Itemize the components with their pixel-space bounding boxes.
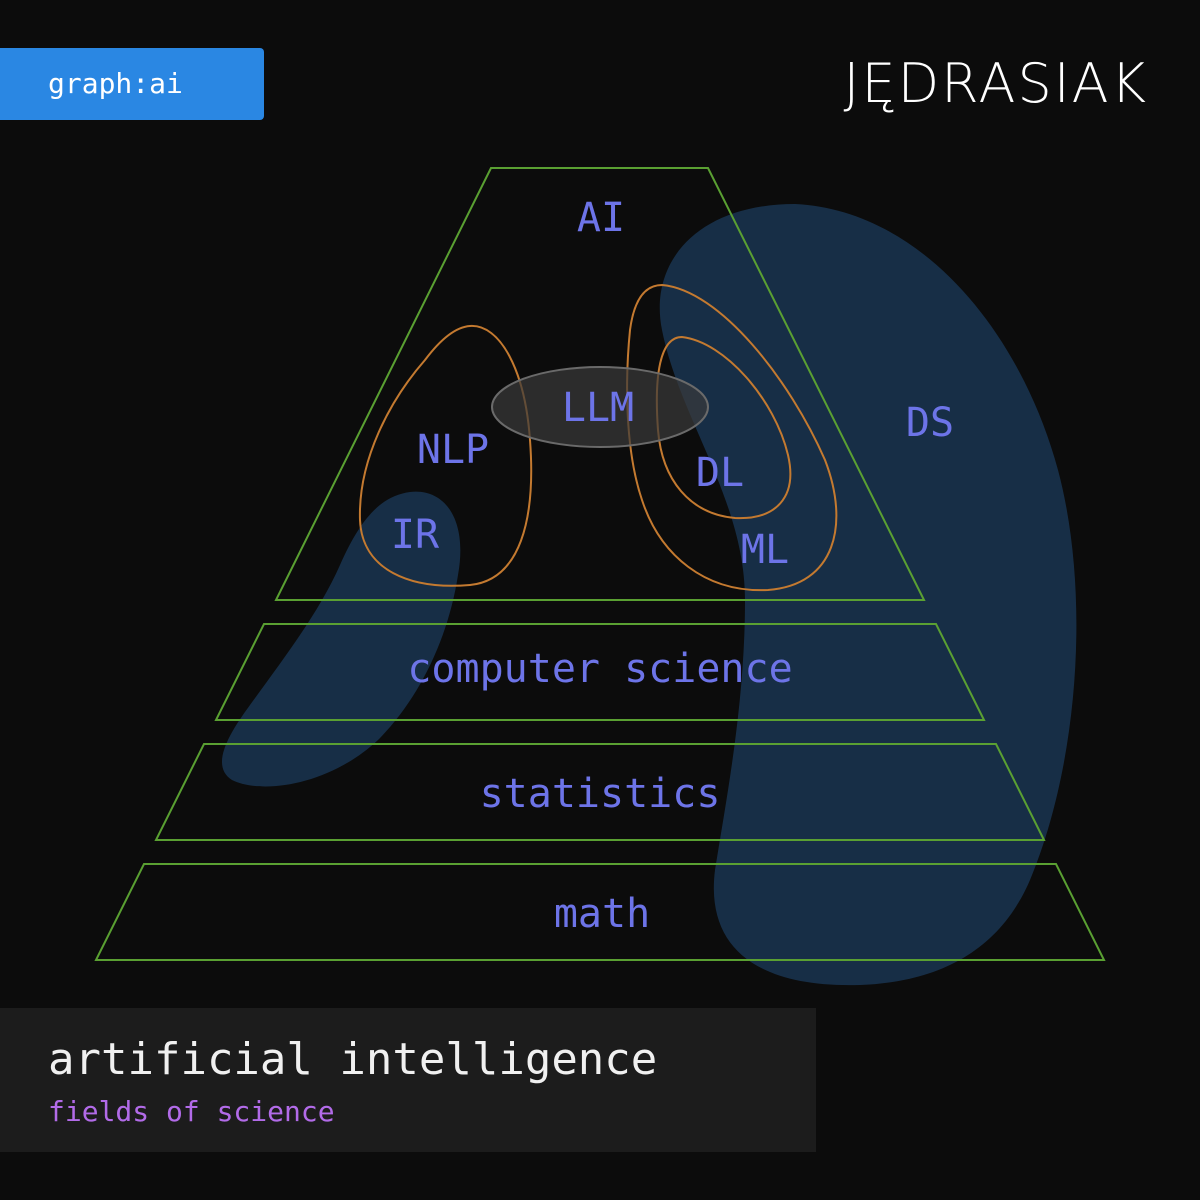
math-layer-outline (94, 863, 1106, 961)
computer-science-layer-outline (214, 623, 986, 721)
ir-label: IR (391, 512, 440, 558)
ml-label: ML (741, 527, 789, 573)
ml-region-outline (626, 283, 838, 592)
ai-label: AI (577, 195, 625, 241)
dl-label: DL (696, 450, 744, 496)
ds-region (659, 204, 1077, 986)
statistics-label: statistics (480, 771, 721, 817)
ds-label: DS (906, 400, 954, 446)
caption-panel: artificial intelligence fields of scienc… (0, 1008, 816, 1152)
caption-subtitle: fields of science (48, 1095, 335, 1128)
ai-fields-diagram: AI LLM NLP DL ML IR DS computer science … (94, 167, 1106, 986)
llm-region (491, 366, 709, 448)
computer-science-label: computer science (407, 646, 792, 692)
topic-tag: graph:ai (0, 48, 264, 120)
brand-logo: JĘDRASIAK (843, 52, 1148, 115)
math-label: math (554, 891, 650, 937)
caption-title: artificial intelligence (48, 1034, 658, 1085)
ir-region (221, 491, 461, 787)
ai-layer-outline (274, 167, 926, 601)
statistics-layer-outline (154, 743, 1046, 841)
topic-tag-label: graph:ai (48, 67, 183, 100)
nlp-label: NLP (417, 427, 489, 473)
llm-label: LLM (562, 385, 634, 431)
